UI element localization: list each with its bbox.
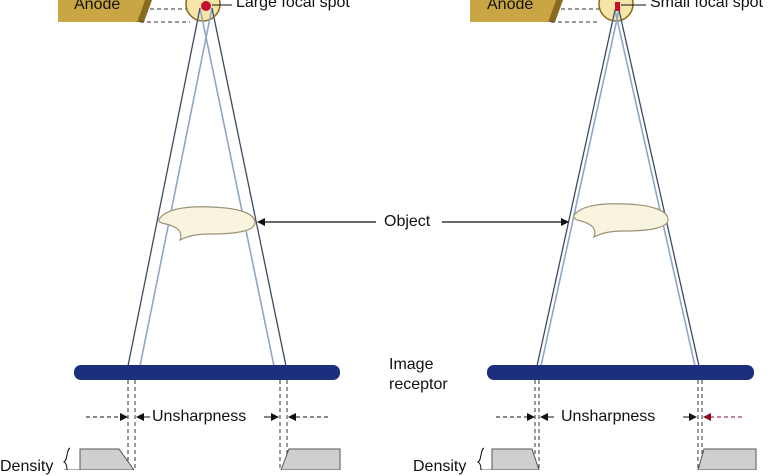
left-density-label: Density bbox=[0, 458, 54, 475]
large-focal-spot-marker bbox=[201, 1, 211, 11]
left-unsharpness-guides bbox=[127, 380, 288, 470]
small-focal-spot-label: Small focal spot bbox=[650, 0, 763, 11]
right-unsharpness-guides bbox=[534, 380, 703, 470]
right-anode-label: Anode bbox=[487, 0, 534, 13]
image-receptor-label-line1: Image bbox=[389, 356, 434, 373]
right-object-tooth bbox=[573, 203, 669, 239]
image-receptor-label-line2: receptor bbox=[389, 376, 448, 393]
right-density-brace bbox=[476, 447, 485, 470]
left-unsharpness-label: Unsharpness bbox=[152, 408, 247, 426]
right-unsharpness-label: Unsharpness bbox=[561, 408, 656, 426]
right-density-label: Density bbox=[413, 458, 467, 475]
small-focal-spot-marker bbox=[615, 2, 620, 11]
left-panel bbox=[58, 0, 341, 470]
left-image-receptor bbox=[74, 365, 340, 380]
left-density-brace bbox=[62, 447, 71, 470]
right-density-profile bbox=[480, 448, 757, 470]
left-anode-block bbox=[58, 0, 145, 22]
left-anode-label: Anode bbox=[74, 0, 121, 13]
left-density-profile bbox=[64, 448, 341, 470]
right-anode-bevel bbox=[548, 0, 563, 22]
right-beam bbox=[536, 9, 700, 367]
large-focal-spot-label: Large focal spot bbox=[236, 0, 350, 11]
left-anode-bevel bbox=[137, 0, 152, 22]
right-panel bbox=[470, 0, 757, 470]
right-anode-block bbox=[470, 0, 556, 22]
right-image-receptor bbox=[487, 365, 754, 380]
object-label: Object bbox=[384, 213, 431, 230]
left-object-tooth bbox=[158, 206, 256, 242]
left-beam bbox=[127, 7, 287, 367]
